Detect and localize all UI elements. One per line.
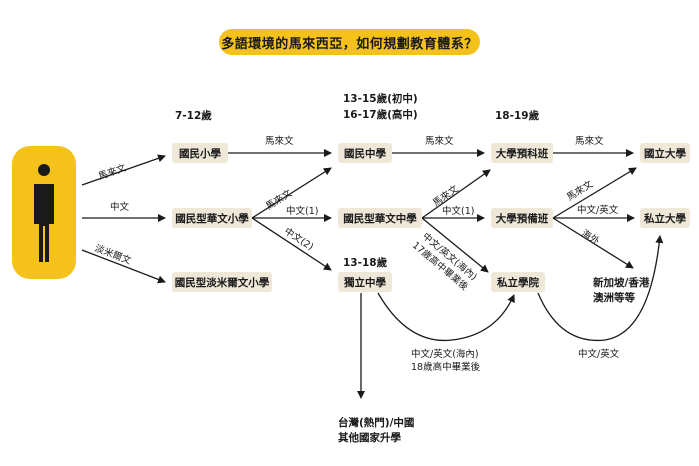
label-malay-matriculation: 馬來文 <box>425 136 454 147</box>
label-zh-en-private-college: 中文/英文 <box>578 349 620 360</box>
label-chinese-primary: 中文 <box>110 202 130 213</box>
person-figure <box>34 164 54 262</box>
label-chinese-1-preuniversity: 中文(1) <box>442 206 475 217</box>
diagram-title-text: 多語環境的馬來西亞，如何規劃教育體系？ <box>221 36 478 52</box>
diagram-title: 多語環境的馬來西亞，如何規劃教育體系？ <box>219 29 480 55</box>
arrow-chinese-secondary-matriculation <box>421 169 491 219</box>
person-head <box>38 164 50 176</box>
node-chinese-secondary: 國民型華文中學 <box>338 208 422 228</box>
node-private-university: 私立大學 <box>640 208 690 228</box>
text-australia-etc: 澳洲等等 <box>593 292 635 304</box>
arrow-independent-private-college <box>377 292 515 342</box>
header-age-13-15: 13-15歲(初中) <box>343 93 418 105</box>
node-independent-secondary: 獨立中學 <box>338 272 392 292</box>
header-age-18-19: 18-19歲 <box>495 110 540 122</box>
label-zh-en-private-university: 中文/英文 <box>577 205 619 216</box>
arrow-chinese-primary-independent <box>251 217 332 271</box>
node-private-college: 私立學院 <box>491 272 545 292</box>
label-zh-en-domestic-18-line2: 18歲高中畢業後 <box>411 362 481 373</box>
arrow-preuniversity-overseas <box>552 217 634 269</box>
node-pre-university: 大學預備班 <box>491 208 553 228</box>
arrow-person-national-primary <box>81 154 166 186</box>
header-age-7-12: 7-12歲 <box>175 110 212 122</box>
label-zh-en-domestic-18-line1: 中文/英文(海內) <box>411 349 479 360</box>
person-icon <box>12 146 76 279</box>
node-national-primary: 國民小學 <box>172 143 228 163</box>
node-tamil-primary: 國民型淡米爾文小學 <box>172 272 272 292</box>
label-malay-secondary: 馬來文 <box>265 136 294 147</box>
text-singapore-hongkong: 新加坡/香港 <box>593 277 650 289</box>
label-malay-public-university: 馬來文 <box>575 136 604 147</box>
arrow-preuniversity-public-university <box>552 167 637 219</box>
label-chinese-1-secondary: 中文(1) <box>286 206 319 217</box>
node-national-secondary: 國民中學 <box>338 143 392 163</box>
arrow-chinese-secondary-private-college <box>421 217 489 273</box>
person-body <box>34 184 54 262</box>
arrow-private-college-private-university <box>537 235 664 342</box>
header-age-16-17: 16-17歲(高中) <box>343 109 418 121</box>
header-age-13-18: 13-18歲 <box>343 257 388 269</box>
text-taiwan-china: 台灣(熱門)/中國 <box>338 417 415 429</box>
node-public-university: 國立大學 <box>640 143 690 163</box>
node-chinese-primary: 國民型華文小學 <box>172 208 252 228</box>
arrow-person-tamil-primary <box>81 249 166 284</box>
node-matriculation: 大學預科班 <box>491 143 553 163</box>
text-other-countries: 其他國家升學 <box>338 432 401 444</box>
arrow-chinese-primary-national-secondary <box>251 167 332 219</box>
